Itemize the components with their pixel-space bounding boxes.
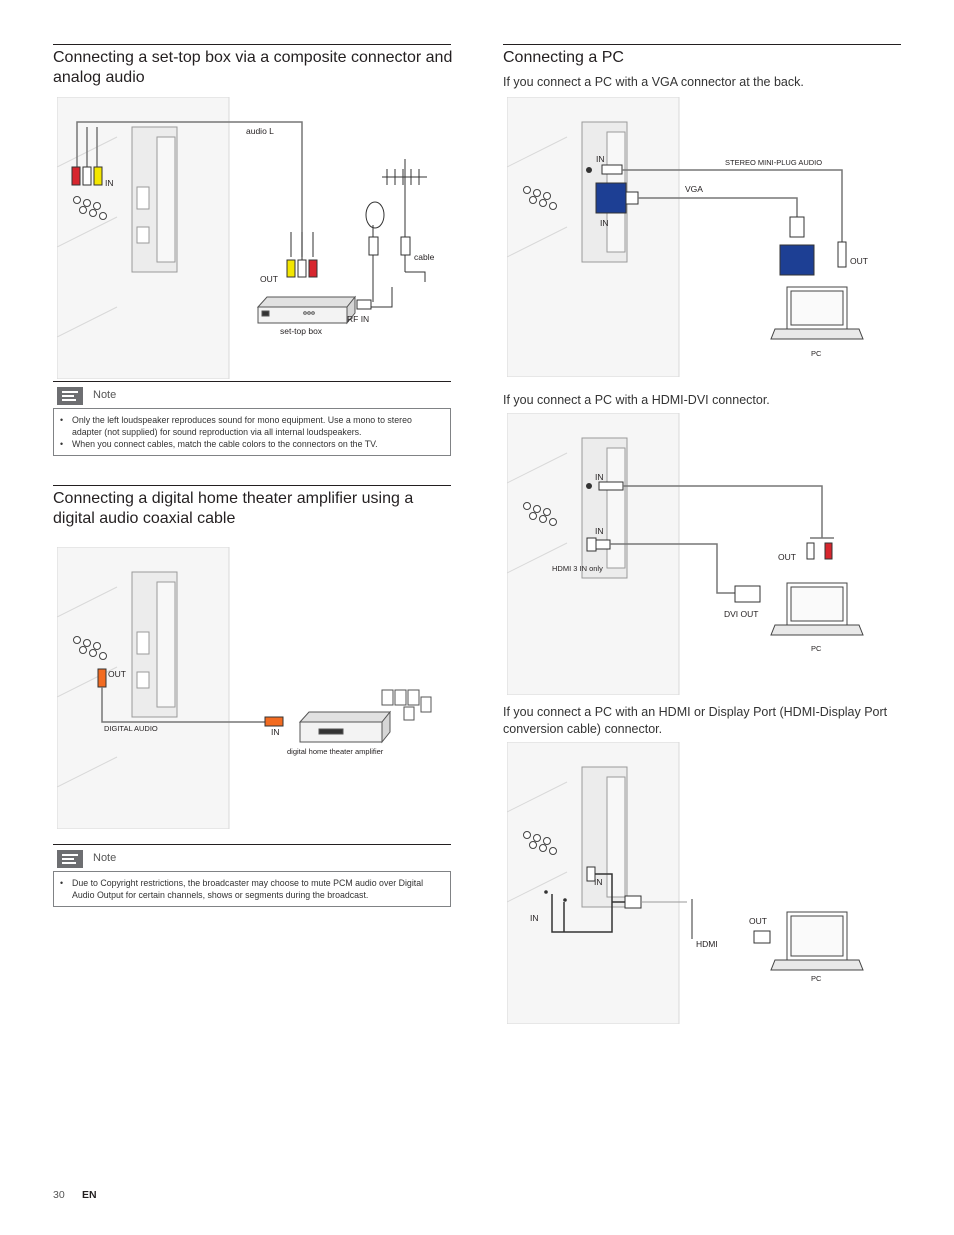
in-port-label: IN xyxy=(594,877,603,887)
out-label: OUT xyxy=(778,552,796,562)
note-heading: Note xyxy=(93,852,117,864)
section-rule xyxy=(53,485,451,486)
in-label: IN xyxy=(271,727,280,737)
section-rule xyxy=(503,44,901,45)
hdmi3-label: HDMI 3 IN only xyxy=(552,564,603,573)
digital-audio-connection-diagram xyxy=(57,547,432,829)
page-number: 30 xyxy=(53,1189,65,1201)
out-label: OUT xyxy=(749,916,767,926)
note-item: Due to Copyright restrictions, the broad… xyxy=(60,877,444,901)
vga-label: VGA xyxy=(685,184,703,194)
in-label: IN xyxy=(105,178,114,188)
hdmi-label: HDMI xyxy=(696,939,718,949)
pc-vga-connection-diagram xyxy=(507,97,864,377)
note-item: When you connect cables, match the cable… xyxy=(60,438,444,450)
in-top-label: IN xyxy=(596,154,605,164)
section-title-digital-audio: Connecting a digital home theater amplif… xyxy=(53,490,414,527)
out-label: OUT xyxy=(850,256,868,266)
intro-hdmi: If you connect a PC with an HDMI or Disp… xyxy=(503,705,888,736)
note-digital-audio: Note Due to Copyright restrictions, the … xyxy=(53,844,451,907)
out-label: OUT xyxy=(108,669,126,679)
note-heading: Note xyxy=(93,389,117,401)
rf-in-label: RF IN xyxy=(347,314,370,324)
pc-label: PC xyxy=(811,349,822,358)
in-bottom-label: IN xyxy=(595,526,604,536)
in-left-label: IN xyxy=(530,913,539,923)
intro-vga: If you connect a PC with a VGA connector… xyxy=(503,75,804,89)
stereo-mini-plug-label: STEREO MINI-PLUG AUDIO xyxy=(725,158,823,167)
section-title-set-top-box: Connecting a set-top box via a composite… xyxy=(53,49,453,86)
pc-label: PC xyxy=(811,974,822,983)
note-icon xyxy=(57,387,83,405)
in-top-label: IN xyxy=(595,472,604,482)
audio-l-label: audio L xyxy=(246,126,274,136)
note-item: Only the left loudspeaker reproduces sou… xyxy=(60,414,444,438)
language-code: EN xyxy=(82,1189,97,1201)
dvi-out-label: DVI OUT xyxy=(724,609,759,619)
digital-audio-label: DIGITAL AUDIO xyxy=(104,724,158,733)
in-bottom-label: IN xyxy=(600,218,609,228)
intro-dvi: If you connect a PC with a HDMI-DVI conn… xyxy=(503,393,770,407)
amplifier-label: digital home theater amplifier xyxy=(287,747,384,756)
section-rule xyxy=(53,44,451,45)
note-set-top-box: Note Only the left loudspeaker reproduce… xyxy=(53,381,451,456)
note-icon xyxy=(57,850,83,868)
pc-dvi-connection-diagram xyxy=(507,413,864,695)
set-top-box-label: set-top box xyxy=(280,326,323,336)
pc-label: PC xyxy=(811,644,822,653)
cable-label: cable xyxy=(414,252,435,262)
pc-hdmi-connection-diagram xyxy=(507,742,864,1024)
section-title-pc: Connecting a PC xyxy=(503,49,624,66)
set-top-box-connection-diagram xyxy=(57,97,427,379)
out-label: OUT xyxy=(260,274,278,284)
